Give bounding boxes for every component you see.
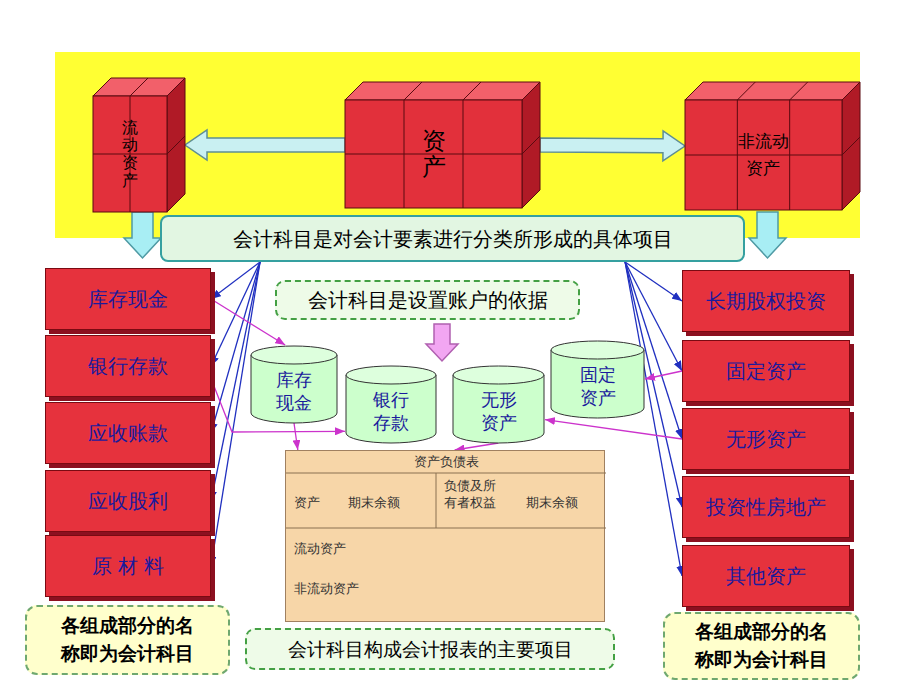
table-cell: 资产负债表 [414,454,479,471]
block-arrow [185,130,345,160]
cylinder-body [346,375,436,443]
node-text: 会计科目是对会计要素进行分类所形成的具体项目 [233,226,673,252]
grid-line [522,136,540,154]
account-box: 应收账款 [45,402,211,464]
table-cell: 资产 [294,495,320,512]
table-cell: 期末余额 [348,495,400,512]
cube-shape [93,78,185,212]
table-cell: 非流动资产 [294,581,359,598]
cylinder-body [251,355,337,423]
table-grid [286,451,606,623]
node-text: 投资性房地产 [706,494,826,520]
cylinder-body [551,350,644,418]
node-text: 银行存款 [371,388,411,435]
account-box: 长期股权投资 [682,270,850,332]
note-box: 会计科目构成会计报表的主要项目 [245,628,615,670]
callout-box: 各组成部分的名称即为会计科目 [663,612,860,680]
node-text: 其他资产 [726,563,806,589]
connector-arrow [211,262,260,299]
table-cell: 流动资产 [294,541,346,558]
grid-line [685,155,842,156]
node-text: 库存现金 [274,368,314,415]
node-text: 固定资产 [578,363,618,410]
account-box: 其他资产 [682,545,850,607]
callout-box: 各组成部分的名称即为会计科目 [25,605,230,675]
grid-line [737,82,755,100]
block-arrow [540,131,685,161]
grid-line [842,137,860,155]
node-text: 各组成部分的名称即为会计科目 [693,618,830,673]
cylinder-top [551,341,644,359]
connector-arrow [545,420,682,439]
cube-front [345,100,522,208]
connector-arrow [625,262,682,301]
connector-arrow [455,443,499,450]
account-box: 无形资产 [682,408,850,470]
node-text: 原 材 料 [92,553,165,579]
down-block-arrow [124,212,161,258]
cylinder-top [346,366,436,384]
cube-side [167,78,185,212]
account-box: 固定资产 [682,340,850,402]
down-block-arrow [426,324,458,361]
cube-top [345,82,540,100]
cube-block: 流动资产 [93,78,185,212]
account-cylinder: 库存现金 [250,345,338,423]
note-box: 会计科目是设置账户的依据 [275,280,580,320]
account-box: 应收股利 [45,470,211,532]
node-text: 会计科目构成会计报表的主要项目 [288,637,573,662]
cube-block: 资产 [345,82,540,208]
down-block-arrow [749,212,786,258]
account-box: 投资性房地产 [682,476,850,538]
node-text: 非流动资产 [736,128,790,182]
table-rule [436,473,437,528]
account-box: 库存现金 [45,268,211,330]
node-text: 无形资产 [726,426,806,452]
table-rule [286,473,606,474]
cube-front [93,96,167,212]
grid-line [167,136,185,154]
node-text: 应收账款 [88,420,168,446]
grid-line [463,82,481,100]
node-text: 各组成部分的名称即为会计科目 [59,612,196,667]
account-cylinder: 无形资产 [452,365,545,443]
cube-side [842,82,860,210]
table-cell: 负债及所有者权益 [444,478,499,512]
account-cylinder: 银行存款 [345,365,437,443]
connector-arrow [294,423,298,450]
cube-top [685,82,860,100]
account-cylinder: 固定资产 [550,340,645,418]
cube-block: 非流动资产 [685,82,860,210]
node-text: 应收股利 [88,488,168,514]
account-box: 银行存款 [45,335,211,397]
table-rule [286,528,606,529]
cylinder-top [251,346,337,364]
cylinder-body [453,375,544,443]
table-cell: 期末余额 [526,495,578,512]
node-text: 资产 [422,128,446,181]
node-text: 长期股权投资 [706,288,826,314]
node-text: 库存现金 [88,286,168,312]
connector-arrow [625,262,682,576]
definition-box: 会计科目是对会计要素进行分类所形成的具体项目 [160,215,745,262]
grid-line [130,78,148,96]
cube-front [685,100,842,210]
grid-line [790,82,808,100]
cube-side [522,82,540,208]
cylinder-top [453,366,544,384]
node-text: 流动资产 [122,119,138,189]
node-text: 无形资产 [479,388,519,435]
node-text: 会计科目是设置账户的依据 [308,287,548,313]
yellow-band [55,52,860,238]
grid-line [404,82,422,100]
node-text: 固定资产 [726,358,806,384]
account-box: 原 材 料 [45,535,211,597]
connector-arrow [645,371,682,379]
node-text: 银行存款 [88,353,168,379]
balance-sheet: 资产负债表资产 期末余额 负债及所有者权益期末余额流动资产非流动资产 [285,450,605,622]
